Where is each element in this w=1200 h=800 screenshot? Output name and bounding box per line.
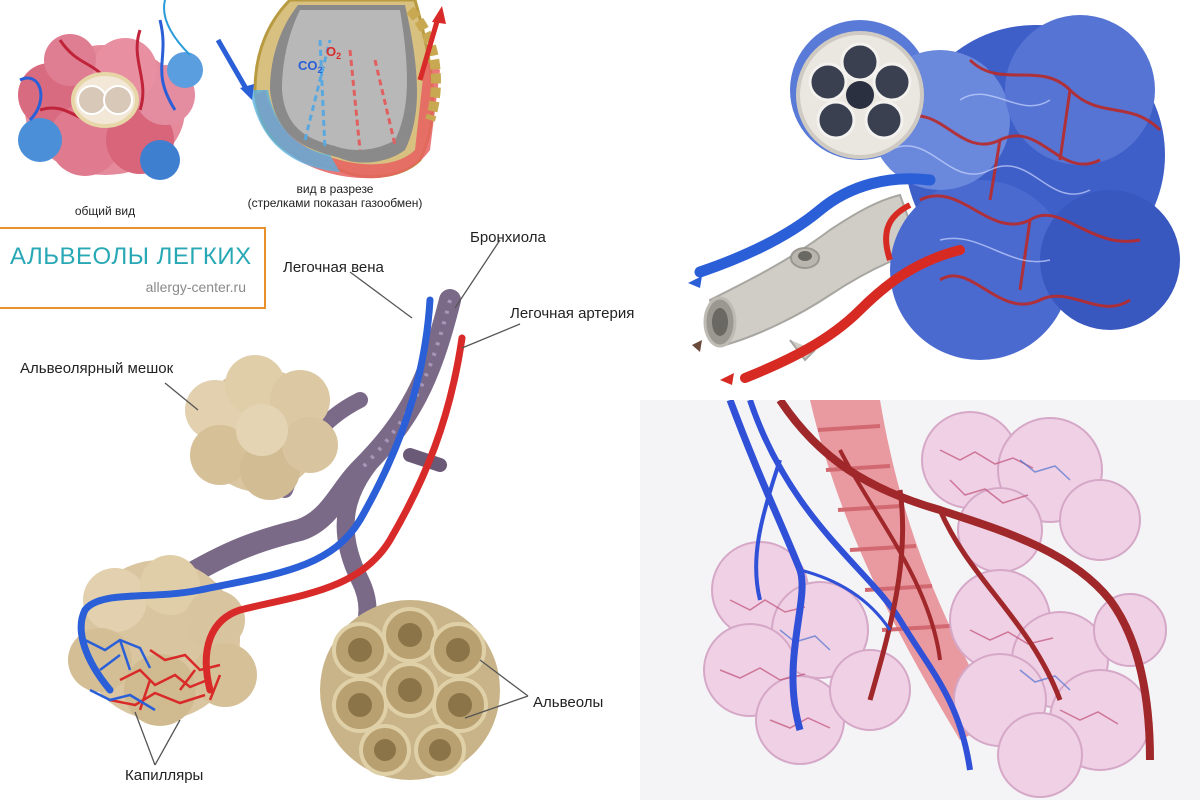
pink-alveoli-illustration bbox=[703, 400, 1167, 798]
artery-vessel bbox=[740, 245, 965, 383]
top-left-panel: CO2 O2 общий вид вид в разрезе (стрелкам… bbox=[0, 0, 460, 225]
label-alveolar-sac: Альвеолярный мешок bbox=[20, 360, 174, 377]
pulmonary-vein-vessel bbox=[77, 296, 434, 694]
arrow-brown-icon bbox=[692, 340, 702, 352]
caption-section-line1: вид в разрезе bbox=[296, 182, 374, 196]
arrow-red-icon bbox=[720, 373, 734, 385]
o2-label: O2 bbox=[326, 44, 341, 61]
caption-general-view: общий вид bbox=[74, 204, 136, 218]
co2-label: CO2 bbox=[298, 58, 323, 75]
alveoli-diagram-illustration bbox=[68, 239, 529, 780]
artery-branch bbox=[883, 202, 912, 261]
alveolus-illustrations: CO2 O2 bbox=[18, 0, 446, 180]
vein-vessel bbox=[694, 173, 936, 278]
label-bronchiole: Бронхиола bbox=[470, 229, 546, 246]
caption-cross-section: вид в разрезе (стрелками показан газообм… bbox=[215, 182, 455, 210]
bronchiole-tube bbox=[703, 193, 922, 362]
pulmonary-artery-vessel bbox=[202, 334, 466, 694]
label-pulmonary-artery: Легочная артерия bbox=[510, 305, 635, 322]
label-alveoli: Альвеолы bbox=[533, 694, 604, 711]
capillary-network-illustration bbox=[688, 15, 1180, 385]
arrow-blue-icon bbox=[688, 276, 702, 288]
leader-lines bbox=[134, 239, 529, 766]
top-right-panel bbox=[640, 0, 1200, 395]
label-pulmonary-vein: Легочная вена bbox=[283, 259, 384, 276]
brand-title: АЛЬВЕОЛЫ ЛЕГКИХ bbox=[10, 243, 252, 270]
alveoli-cluster-open bbox=[320, 600, 500, 780]
caption-section-line2: (стрелками показан газообмен) bbox=[247, 196, 423, 210]
capillary-clusters bbox=[790, 15, 1180, 360]
brand-title-box: АЛЬВЕОЛЫ ЛЕГКИХ allergy-center.ru bbox=[0, 227, 266, 309]
bottom-right-panel bbox=[640, 400, 1200, 800]
main-labeled-diagram bbox=[0, 220, 660, 800]
alveolus-general-view bbox=[18, 0, 203, 180]
vessels-bottom-right bbox=[726, 400, 1154, 771]
alveolus-cross-section: CO2 O2 bbox=[215, 0, 446, 179]
brand-site: allergy-center.ru bbox=[145, 279, 246, 295]
label-capillaries: Капилляры bbox=[125, 767, 204, 784]
alveolar-sac-top bbox=[185, 355, 338, 500]
